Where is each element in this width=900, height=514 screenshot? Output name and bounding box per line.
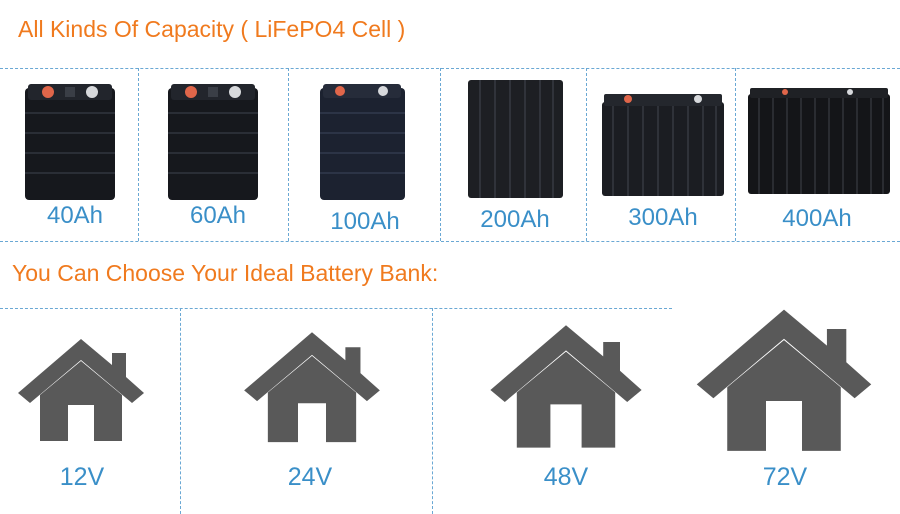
divider-v5 bbox=[735, 68, 736, 241]
divider-b1 bbox=[180, 308, 181, 514]
divider-top bbox=[0, 68, 900, 69]
cell-300ah: 300Ah bbox=[598, 78, 728, 231]
cell-100ah: 100Ah bbox=[305, 78, 425, 235]
capacity-label: 300Ah bbox=[628, 204, 698, 231]
divider-b2 bbox=[432, 308, 433, 514]
battery-bank-heading: You Can Choose Your Ideal Battery Bank: bbox=[12, 260, 439, 286]
house-icon bbox=[490, 325, 642, 448]
divider-v2 bbox=[288, 68, 289, 241]
cell-40ah: 40Ah bbox=[15, 78, 135, 229]
battery-cell-icon bbox=[602, 94, 724, 196]
divider-middle bbox=[0, 241, 900, 242]
battery-cell-icon bbox=[748, 88, 890, 194]
capacity-label: 200Ah bbox=[480, 206, 550, 233]
divider-v1 bbox=[138, 68, 139, 241]
battery-cell-icon bbox=[25, 84, 115, 200]
voltage-label: 12V bbox=[59, 463, 105, 491]
capacity-label: 400Ah bbox=[782, 205, 852, 232]
capacity-heading: All Kinds Of Capacity ( LiFePO4 Cell ) bbox=[18, 16, 406, 42]
house-icon bbox=[18, 339, 144, 441]
capacity-label: 100Ah bbox=[330, 208, 400, 235]
battery-cell-icon bbox=[320, 84, 405, 200]
divider-v4 bbox=[586, 68, 587, 241]
divider-v3 bbox=[440, 68, 441, 241]
battery-cell-icon bbox=[468, 80, 563, 198]
capacity-label: 40Ah bbox=[46, 202, 104, 229]
voltage-label: 24V bbox=[287, 463, 333, 491]
voltage-label: 48V bbox=[543, 463, 589, 491]
cell-60ah: 60Ah bbox=[158, 78, 278, 229]
house-icon bbox=[244, 332, 380, 443]
cell-200ah: 200Ah bbox=[455, 78, 575, 233]
divider-bank bbox=[0, 308, 672, 309]
cell-400ah: 400Ah bbox=[745, 78, 895, 232]
house-icon bbox=[696, 309, 872, 451]
battery-cell-icon bbox=[168, 84, 258, 200]
capacity-label: 60Ah bbox=[189, 202, 247, 229]
voltage-label: 72V bbox=[762, 463, 808, 491]
